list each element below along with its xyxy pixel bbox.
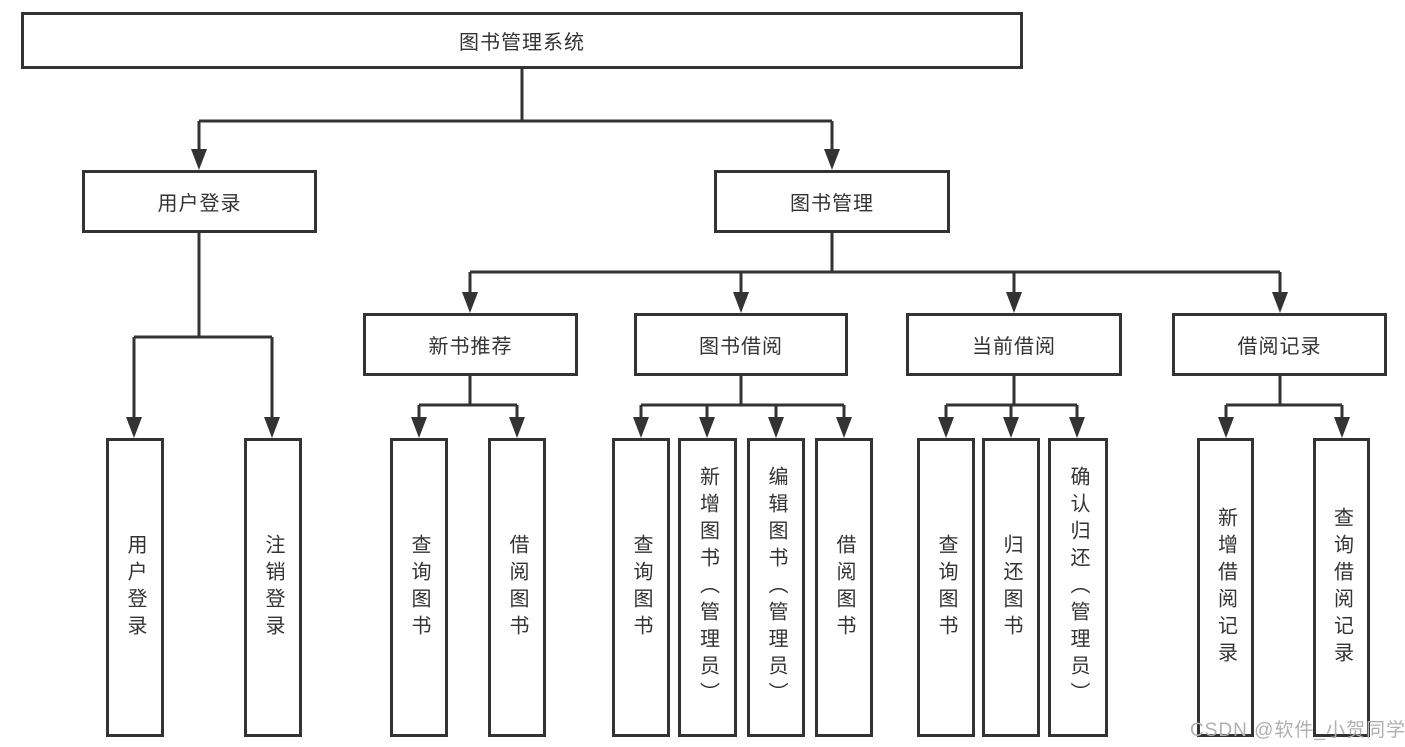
leaf-borrow-query-books: 查询图书 — [612, 438, 670, 737]
node-book-management: 图书管理 — [714, 170, 950, 233]
leaf-logout-label: 注销登录 — [262, 533, 284, 642]
node-new-book-recommend: 新书推荐 — [363, 313, 578, 376]
node-book-borrow-label: 图书借阅 — [699, 336, 783, 358]
leaf-borrow-borrow-books: 借阅图书 — [815, 438, 873, 737]
connector-book-borrow-children — [633, 376, 852, 438]
leaf-records-query-record-label: 查询借阅记录 — [1330, 506, 1353, 669]
leaf-records-query-record: 查询借阅记录 — [1313, 438, 1370, 737]
leaf-user-login-label: 用户登录 — [124, 533, 146, 642]
node-user-login: 用户登录 — [82, 170, 317, 233]
node-current-borrow-label: 当前借阅 — [972, 336, 1056, 358]
node-book-borrow: 图书借阅 — [634, 313, 848, 376]
csdn-watermark: CSDN @软件_小贺同学 — [1190, 720, 1405, 741]
connector-user-login-children — [126, 233, 280, 438]
node-book-management-label: 图书管理 — [790, 193, 874, 215]
node-root-library-system: 图书管理系统 — [21, 12, 1023, 69]
leaf-borrow-add-books-admin-label: 新增图书（管理员） — [696, 466, 719, 709]
connector-borrow-records-children — [1218, 376, 1350, 438]
connector-new-book-recommend-children — [411, 376, 525, 438]
leaf-borrow-add-books-admin: 新增图书（管理员） — [678, 438, 737, 737]
node-borrow-records: 借阅记录 — [1172, 313, 1387, 376]
leaf-recommend-query-books: 查询图书 — [390, 438, 448, 737]
node-new-book-recommend-label: 新书推荐 — [428, 336, 513, 358]
leaf-borrow-edit-books-admin: 编辑图书（管理员） — [747, 438, 805, 737]
leaf-borrow-edit-books-admin-label: 编辑图书（管理员） — [765, 466, 787, 709]
connector-book-management-children — [462, 233, 1288, 313]
leaf-current-return-books-label: 归还图书 — [1000, 533, 1022, 642]
leaf-recommend-borrow-books: 借阅图书 — [488, 438, 546, 737]
leaf-current-confirm-return-admin-label: 确认归还（管理员） — [1067, 466, 1089, 709]
connector-root-to-level2 — [191, 69, 840, 170]
leaf-borrow-query-books-label: 查询图书 — [630, 533, 652, 642]
leaf-user-login: 用户登录 — [106, 438, 164, 737]
connector-current-borrow-children — [938, 376, 1085, 438]
leaf-borrow-borrow-books-label: 借阅图书 — [833, 533, 855, 642]
leaf-records-add-record-label: 新增借阅记录 — [1214, 506, 1237, 669]
leaf-logout: 注销登录 — [244, 438, 302, 737]
leaf-recommend-query-books-label: 查询图书 — [408, 533, 430, 642]
node-current-borrow: 当前借阅 — [906, 313, 1122, 376]
leaf-current-confirm-return-admin: 确认归还（管理员） — [1048, 438, 1108, 737]
node-root-label: 图书管理系统 — [459, 32, 585, 54]
node-user-login-label: 用户登录 — [157, 193, 242, 215]
node-borrow-records-label: 借阅记录 — [1237, 336, 1322, 358]
leaf-recommend-borrow-books-label: 借阅图书 — [506, 533, 528, 642]
leaf-current-return-books: 归还图书 — [982, 438, 1040, 737]
leaf-current-query-books-label: 查询图书 — [935, 533, 957, 642]
leaf-current-query-books: 查询图书 — [917, 438, 975, 737]
leaf-records-add-record: 新增借阅记录 — [1197, 438, 1254, 737]
